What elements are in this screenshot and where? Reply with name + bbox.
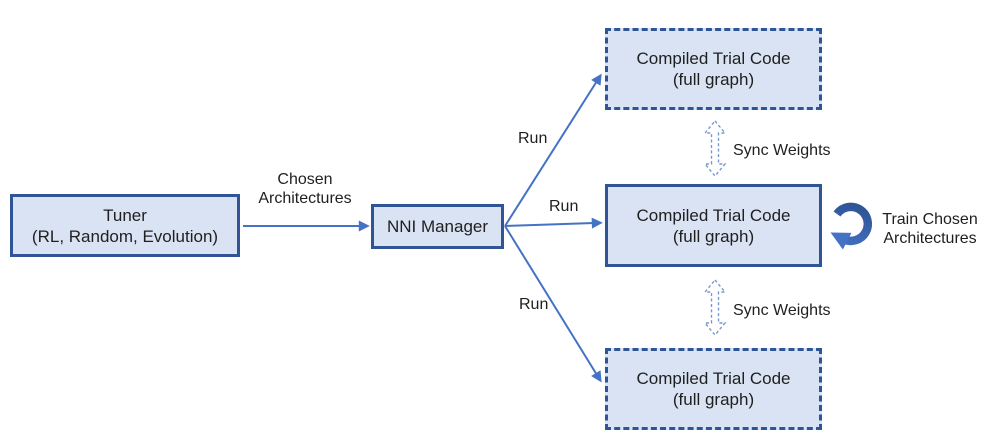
sync-weights-label-bottom: Sync Weights (733, 302, 831, 319)
tuner-box: Tuner (RL, Random, Evolution) (10, 194, 240, 257)
trial-box-top-line2: (full graph) (672, 70, 755, 89)
run-label-bottom: Run (519, 296, 549, 313)
run-label-middle: Run (549, 198, 579, 215)
trial-box-middle-line2: (full graph) (672, 226, 755, 246)
trial-box-middle-line1: Compiled Trial Code (636, 205, 791, 225)
trial-box-bottom: Compiled Trial Code (full graph) (605, 348, 822, 430)
sync-weights-label-top: Sync Weights (733, 142, 831, 159)
arrow-run-middle (504, 217, 603, 229)
train-chosen-architectures-label: Train Chosen Architectures (882, 211, 978, 247)
nni-manager-box: NNI Manager (371, 204, 504, 249)
trial-box-middle: Compiled Trial Code (full graph) (605, 184, 822, 267)
trial-box-bottom-line2: (full graph) (672, 390, 755, 409)
trial-box-top-line1: Compiled Trial Code (636, 49, 791, 68)
trial-box-top: Compiled Trial Code (full graph) (605, 28, 822, 110)
train-loop-arrow (830, 202, 873, 250)
sync-weights-arrow-bottom (703, 278, 727, 337)
chosen-architectures-label: Chosen Architectures (258, 171, 352, 207)
run-label-top: Run (518, 130, 548, 147)
tuner-subtitle: (RL, Random, Evolution) (31, 226, 219, 246)
nni-manager-label: NNI Manager (386, 217, 489, 236)
tuner-title: Tuner (103, 205, 147, 225)
sync-weights-arrow-top (703, 119, 727, 178)
trial-box-bottom-line1: Compiled Trial Code (636, 369, 791, 388)
